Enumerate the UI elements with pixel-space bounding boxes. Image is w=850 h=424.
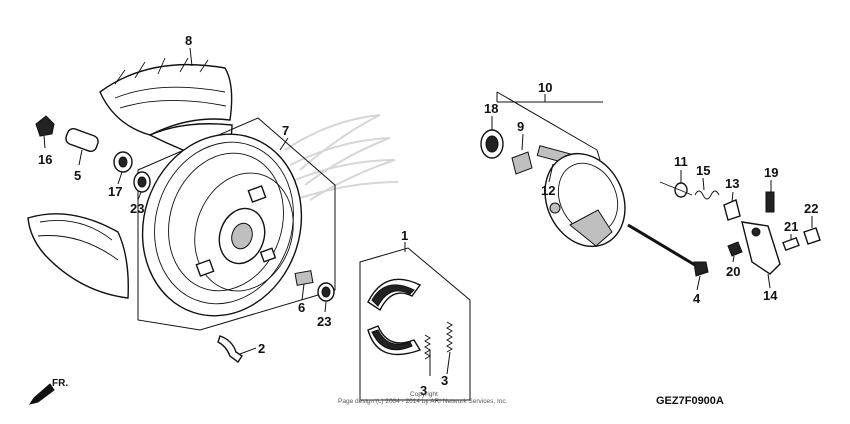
bearing-17 — [113, 151, 133, 173]
leader-lines — [43, 47, 813, 376]
callout-21: 21 — [784, 219, 798, 234]
washer-11 — [674, 182, 688, 198]
cam-9 — [511, 151, 533, 175]
bolt-19 — [765, 191, 775, 213]
brake-shoe-group-outline — [359, 247, 471, 401]
collar-5 — [65, 128, 99, 152]
callout-5: 5 — [74, 168, 81, 183]
axle-bolt-4 — [627, 223, 709, 277]
nut-22 — [803, 227, 821, 245]
bearing-23-left — [133, 171, 151, 193]
bearing-23-right — [317, 282, 335, 302]
callout-20: 20 — [726, 264, 740, 279]
callout-1: 1 — [401, 228, 408, 243]
callout-9: 9 — [517, 119, 524, 134]
wheel-rim — [141, 133, 303, 317]
tire-upper — [99, 57, 233, 163]
callout-11: 11 — [674, 154, 688, 169]
callout-2: 2 — [258, 341, 265, 356]
callout-6: 6 — [298, 300, 305, 315]
callout-3-left: 3 — [420, 383, 427, 398]
arm-14 — [741, 221, 781, 275]
footer-copyright: Copyright — [410, 391, 438, 398]
callout-23-right: 23 — [317, 314, 331, 329]
seal-18 — [480, 129, 504, 159]
axle-sleeve-6 — [294, 270, 314, 286]
diagram-code: GEZ7F0900A — [656, 395, 724, 407]
callout-8: 8 — [185, 33, 192, 48]
callout-7: 7 — [282, 123, 289, 138]
spring-15 — [659, 181, 720, 200]
callout-19: 19 — [764, 165, 778, 180]
front-direction-arrow: FR. — [28, 378, 68, 405]
callout-10: 10 — [538, 80, 552, 95]
front-direction-label: FR. — [52, 378, 68, 389]
callout-14: 14 — [763, 288, 778, 303]
watermark-logo — [284, 114, 399, 201]
callout-numbers: 8 16 5 17 23 7 1 2 6 23 3 3 10 18 9 12 1… — [38, 33, 818, 398]
brake-shoes — [367, 278, 422, 356]
callout-16: 16 — [38, 152, 52, 167]
callout-12: 12 — [541, 183, 555, 198]
brake-springs — [424, 321, 453, 360]
plate-13 — [723, 199, 741, 221]
callout-15: 15 — [696, 163, 710, 178]
nut-20 — [727, 241, 743, 257]
callout-17: 17 — [108, 184, 122, 199]
nut-16 — [35, 115, 55, 137]
callout-22: 22 — [804, 201, 818, 216]
callout-4: 4 — [693, 291, 701, 306]
pin-21 — [782, 236, 800, 252]
callout-13: 13 — [725, 176, 739, 191]
brake-panel — [544, 152, 626, 248]
tire-lower — [27, 213, 129, 299]
footer-credit: Page design (c) 2004 - 2014 by ARI Netwo… — [338, 398, 508, 405]
callout-3-right: 3 — [441, 373, 448, 388]
callout-23-left: 23 — [130, 201, 144, 216]
wheel-group-outline — [137, 117, 336, 331]
valve-2 — [217, 335, 243, 364]
callout-18: 18 — [484, 101, 498, 116]
